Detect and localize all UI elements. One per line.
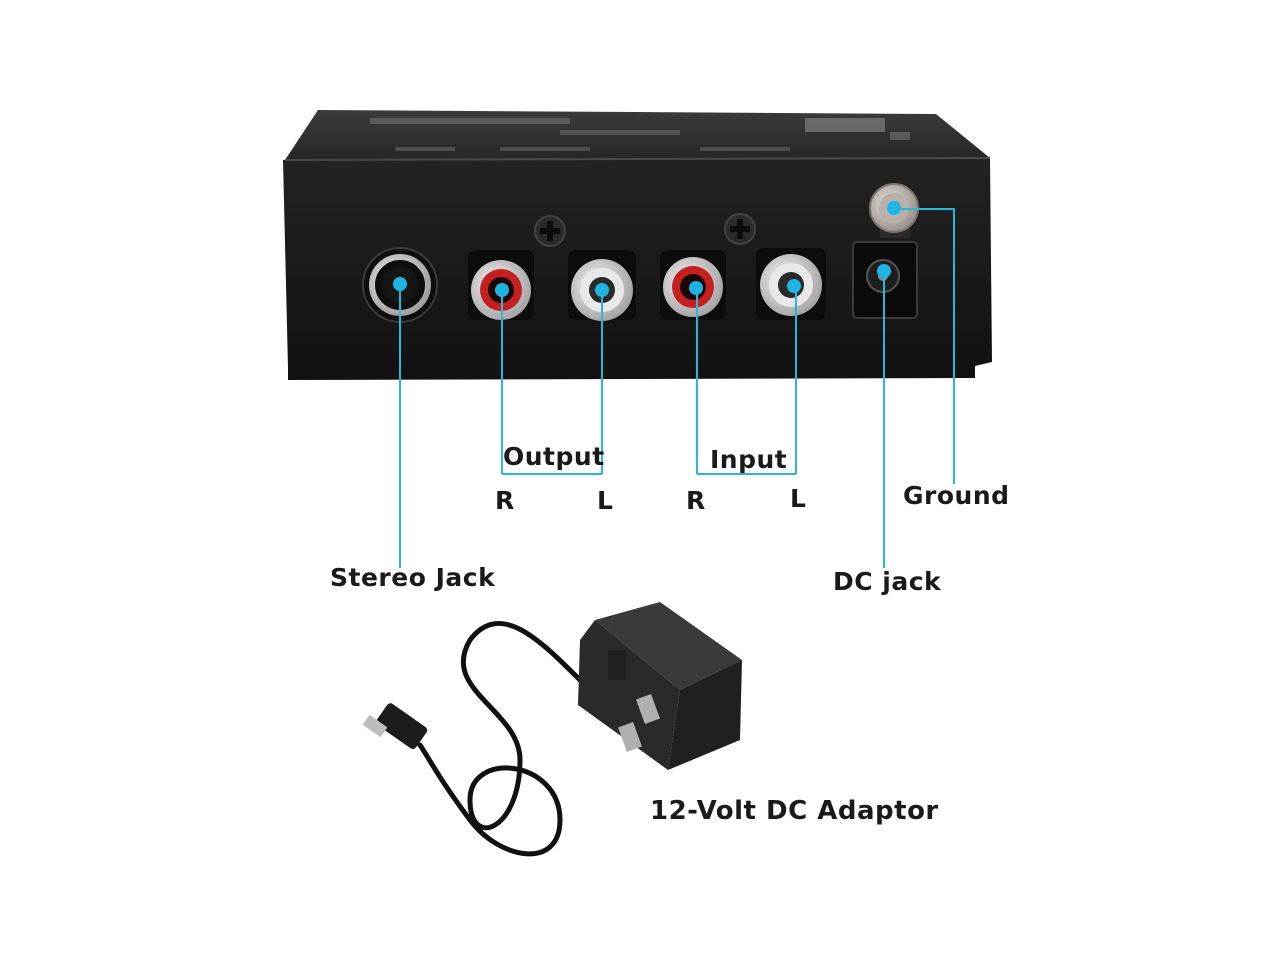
screw-left — [534, 215, 566, 247]
adaptor-prongs — [618, 694, 660, 752]
input-group-label: Input — [710, 445, 788, 474]
dc-adaptor — [362, 602, 742, 857]
stereo-jack-label: Stereo Jack — [330, 563, 496, 592]
dot-output-r — [495, 283, 509, 297]
output-group-label: Output — [503, 442, 605, 471]
dot-output-l — [595, 283, 609, 297]
callout-line-ground — [894, 208, 955, 484]
dc-jack-label: DC jack — [833, 567, 942, 596]
dot-ground — [887, 201, 901, 215]
screw-right — [724, 213, 756, 245]
callout-lines — [399, 208, 955, 568]
callout-dots — [393, 201, 901, 297]
panel-print — [370, 118, 910, 151]
adaptor-cable — [417, 620, 583, 857]
chassis-front-panel — [283, 158, 992, 380]
dot-input-r — [689, 281, 703, 295]
chassis-edge — [284, 157, 991, 161]
input-l-label: L — [790, 484, 807, 513]
rca-output-r-port — [468, 250, 534, 320]
adaptor-label: 12-Volt DC Adaptor — [650, 796, 939, 826]
adaptor-barrel-plug — [362, 703, 428, 749]
output-l-label: L — [597, 486, 614, 515]
adaptor-body — [578, 602, 742, 770]
dot-stereo — [393, 277, 407, 291]
output-r-label: R — [495, 486, 515, 515]
dot-dc — [877, 264, 891, 278]
preamp-chassis — [283, 110, 992, 380]
input-r-label: R — [686, 486, 706, 515]
ground-label: Ground — [903, 481, 1010, 510]
dot-input-l — [787, 279, 801, 293]
